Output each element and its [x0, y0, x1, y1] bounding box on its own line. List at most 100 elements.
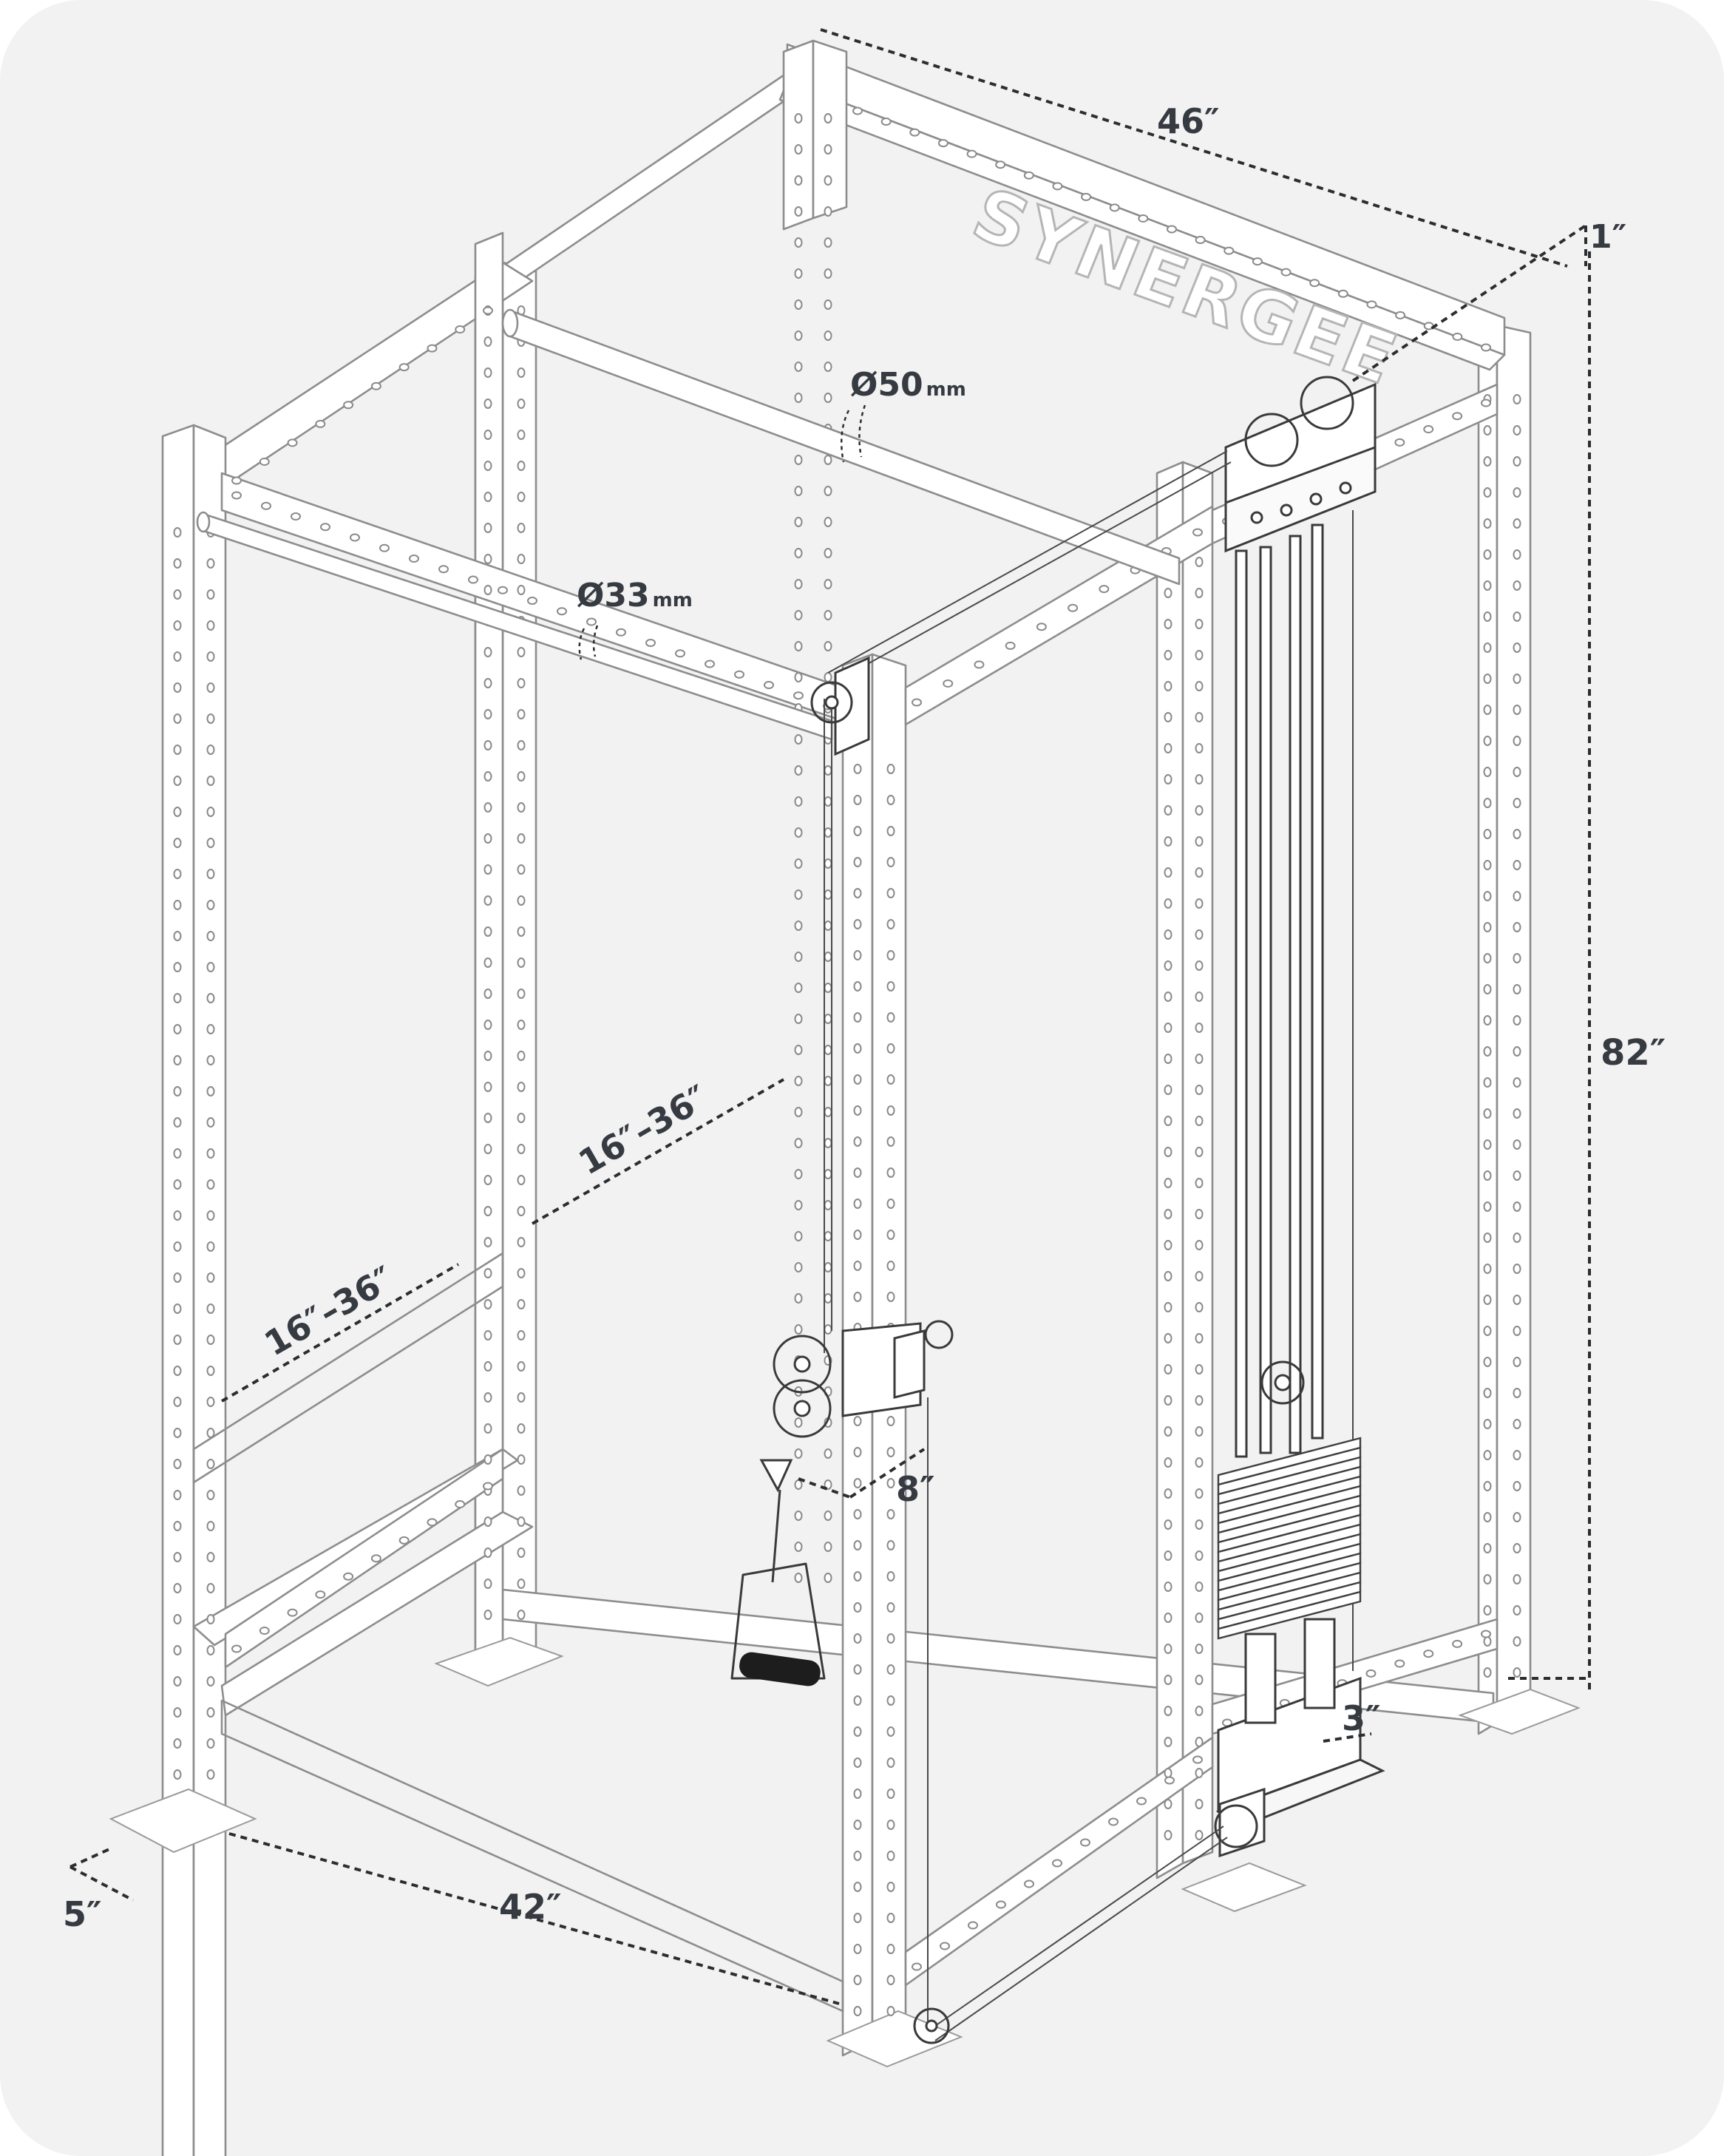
upright-hole — [1513, 1543, 1521, 1553]
beam-hole — [1136, 1797, 1147, 1806]
upright-hole — [206, 1366, 215, 1376]
upright-hole — [853, 1136, 862, 1147]
upright-hole — [1513, 643, 1521, 653]
upright-hole — [1513, 736, 1521, 746]
upright-hole — [824, 983, 832, 993]
upright-hole — [1483, 1139, 1492, 1150]
upright-hole — [1164, 867, 1172, 878]
upright-hole — [1195, 1519, 1204, 1530]
upright-hole — [173, 682, 182, 693]
upright-hole — [206, 682, 215, 693]
upright-hole — [824, 579, 832, 589]
pullup-bars — [196, 308, 1181, 741]
upright-hole — [1513, 1574, 1521, 1584]
upright-hole — [1513, 425, 1521, 435]
beam-hole — [943, 679, 954, 688]
upright-hole — [794, 393, 803, 403]
upright-hole — [1164, 619, 1172, 629]
upright-hole — [1513, 394, 1521, 404]
upright-hole — [1164, 1209, 1172, 1219]
upright-hole — [886, 826, 895, 836]
beam-hole — [291, 512, 301, 521]
upright-hole — [1195, 588, 1204, 598]
upright-hole — [824, 1169, 832, 1179]
upright-hole — [173, 1366, 182, 1376]
upright-hole — [1164, 1799, 1172, 1809]
upright-hole — [853, 1664, 862, 1675]
upright-hole — [1195, 619, 1204, 629]
upright-hole — [853, 1167, 862, 1178]
upright-hole — [886, 1664, 895, 1675]
upright-hole — [794, 517, 803, 527]
upright-hole — [794, 1138, 803, 1148]
upright-hole — [886, 1012, 895, 1023]
upright-hole — [853, 1199, 862, 1209]
upright-hole — [1195, 557, 1204, 567]
beam-hole — [996, 1900, 1006, 1909]
upright-hole — [886, 1199, 895, 1209]
upright-hole — [517, 957, 526, 968]
upright-hole — [1195, 867, 1204, 878]
upright-hole — [1164, 650, 1172, 660]
upright-hole — [206, 1210, 215, 1221]
upright-hole — [1195, 1675, 1204, 1685]
beam-hole — [966, 149, 977, 158]
upright-hole — [173, 1241, 182, 1252]
upright-hole — [517, 771, 526, 782]
upright-hole — [1195, 1054, 1204, 1064]
upright-hole — [483, 1423, 492, 1434]
beam-hole — [483, 1482, 493, 1491]
upright-hole — [1164, 1054, 1172, 1064]
beam-hole — [287, 438, 298, 447]
upright-hole — [1164, 743, 1172, 753]
upright-hole — [1195, 1116, 1204, 1126]
beam-hole — [287, 1608, 298, 1617]
upright-hole — [794, 1076, 803, 1086]
upright-hole — [1164, 1333, 1172, 1343]
upright-hole — [1195, 991, 1204, 1002]
upright-hole — [853, 1944, 862, 1954]
upright-hole — [1513, 1170, 1521, 1181]
beam-hole — [616, 628, 626, 637]
upright-hole — [1164, 1302, 1172, 1312]
beam-hole — [483, 306, 493, 315]
upright-hole — [886, 1136, 895, 1147]
beam-hole — [370, 1554, 381, 1563]
dimension-lines — [69, 28, 1591, 2005]
upright-hole — [1195, 836, 1204, 847]
upright-hole — [1513, 891, 1521, 901]
upright-hole — [853, 764, 862, 774]
upright-hole — [483, 399, 492, 409]
upright-hole — [1513, 1201, 1521, 1212]
beam-hole — [1394, 1659, 1405, 1668]
beam-hole — [1337, 289, 1348, 298]
upright-hole — [1513, 456, 1521, 467]
upright-hole — [853, 857, 862, 867]
beam-hole — [1452, 412, 1463, 421]
upright-hole — [483, 1579, 492, 1589]
upright-hole — [1483, 922, 1492, 932]
upright-hole — [1195, 1085, 1204, 1095]
upright-hole — [483, 926, 492, 937]
beam-hole — [1365, 1669, 1377, 1678]
upright-hole — [483, 802, 492, 813]
upright-hole — [517, 585, 526, 595]
upright-hole — [206, 807, 215, 817]
beam-hole — [1164, 1776, 1175, 1785]
upright-hole — [1513, 922, 1521, 932]
upright-hole — [1164, 1519, 1172, 1530]
upright-hole — [853, 1074, 862, 1085]
upright-hole — [824, 1511, 832, 1521]
upright-hole — [853, 1416, 862, 1426]
upright-hole — [1164, 1582, 1172, 1592]
upright-hole — [824, 1542, 832, 1552]
upright-hole — [794, 206, 803, 217]
upright-hole — [824, 672, 832, 682]
upright-hole — [1164, 1675, 1172, 1685]
upright-hole — [1483, 1512, 1492, 1522]
upright-hole — [1195, 1302, 1204, 1312]
upright-hole — [853, 2006, 862, 2016]
upright-hole — [794, 1262, 803, 1272]
upright-hole — [483, 1082, 492, 1092]
upright-hole — [1513, 1357, 1521, 1367]
